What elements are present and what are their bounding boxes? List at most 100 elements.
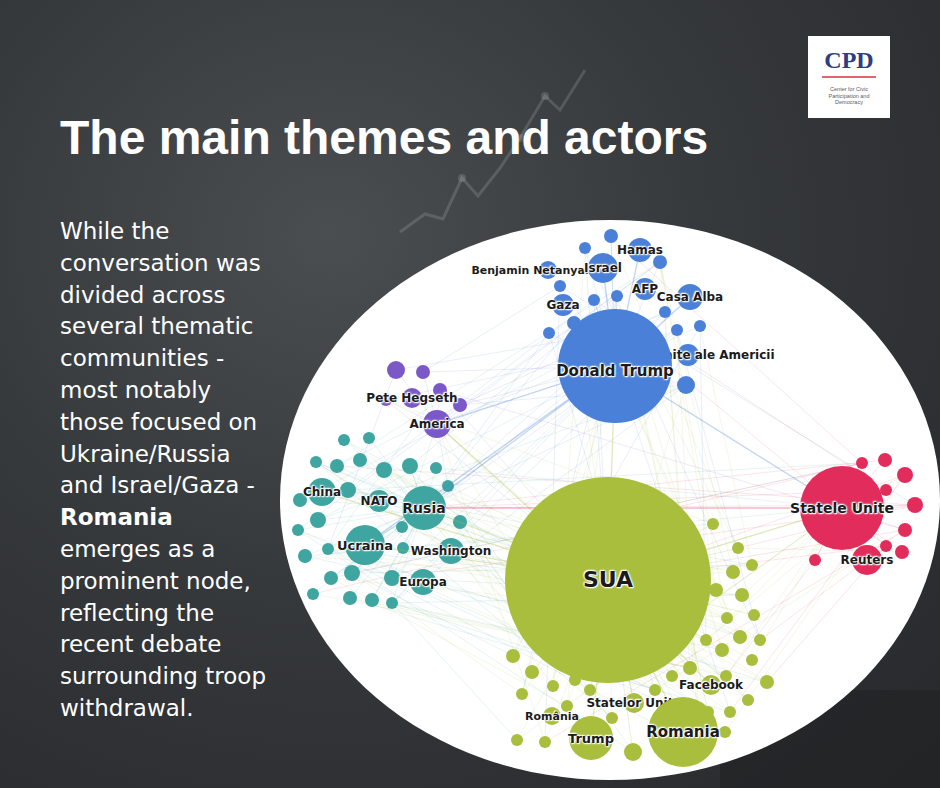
co-mention-link	[663, 396, 806, 485]
minor-actor-dot	[340, 482, 356, 498]
minor-actor-dot	[719, 726, 731, 738]
co-mention-link	[680, 654, 704, 678]
minor-actor-dot	[338, 434, 350, 446]
minor-actor-dot	[677, 376, 695, 394]
hairball-line	[730, 475, 905, 712]
actor-label: Gaza	[546, 299, 579, 311]
actor-node: America	[423, 410, 451, 438]
actor-label: Statele Unite	[790, 501, 894, 515]
minor-actor-dot	[511, 734, 523, 746]
minor-actor-dot	[330, 459, 344, 473]
minor-actor-dot	[732, 542, 744, 554]
hairball-line	[423, 286, 560, 372]
co-mention-link	[657, 306, 680, 328]
hairball-line	[725, 475, 905, 732]
minor-actor-dot	[694, 320, 706, 332]
minor-actor-dot	[897, 467, 913, 483]
minor-actor-dot	[707, 518, 719, 530]
actor-label: Israel	[584, 262, 622, 274]
minor-actor-dot	[653, 255, 667, 269]
actor-node: Washington	[438, 538, 464, 564]
co-mention-link	[629, 681, 632, 693]
minor-actor-dot	[878, 453, 892, 467]
minor-actor-dot	[539, 736, 551, 748]
minor-actor-dot	[671, 324, 683, 336]
actor-node: Statele Unite	[800, 466, 884, 550]
minor-actor-dot	[721, 612, 733, 624]
actor-node: Facebook	[701, 675, 721, 695]
actor-node: Trump	[569, 716, 613, 760]
minor-actor-dot	[733, 630, 747, 644]
logo-box: CPDCenter for Civic Participation and De…	[808, 36, 890, 118]
actor-node: AFP	[634, 278, 656, 300]
actor-label: Benjamin Netanyahu	[471, 265, 600, 276]
logo-tagline: Center for Civic Participation and Democ…	[816, 86, 882, 106]
minor-actor-dot	[895, 545, 909, 559]
minor-actor-dot	[715, 643, 729, 657]
actor-node: Israel	[588, 253, 618, 283]
minor-actor-dot	[397, 542, 409, 554]
minor-actor-dot	[754, 634, 766, 646]
co-mention-link	[450, 384, 560, 420]
actor-label: AFP	[632, 283, 658, 295]
actor-node: Hamas	[628, 238, 652, 262]
co-mention-link	[382, 520, 405, 535]
actor-circle	[569, 716, 613, 760]
co-mention-link	[447, 433, 532, 510]
logo-rule	[822, 76, 876, 78]
actor-label: Europa	[399, 576, 447, 588]
minor-actor-dot	[735, 588, 749, 602]
minor-actor-dot	[726, 565, 740, 579]
actor-circle	[402, 486, 446, 530]
actor-label: America	[409, 418, 464, 430]
minor-actor-dot	[310, 512, 326, 528]
actor-node: Donald Trump	[558, 309, 672, 423]
co-mention-link	[444, 516, 512, 542]
minor-actor-dot	[742, 694, 754, 706]
actor-node: Reuters	[852, 545, 882, 575]
minor-actor-dot	[322, 543, 334, 555]
co-mention-link	[605, 283, 608, 310]
actor-label: Hamas	[617, 244, 663, 256]
minor-actor-dot	[543, 327, 555, 339]
minor-actor-dot	[376, 462, 392, 478]
actor-label: SUA	[583, 569, 633, 591]
minor-actor-dot	[353, 453, 367, 467]
co-mention-link	[706, 520, 801, 549]
minor-actor-dot	[584, 684, 596, 696]
actor-node: Ucraina	[345, 525, 385, 565]
minor-actor-dot	[416, 365, 430, 379]
hairball-line	[352, 573, 513, 656]
minor-actor-dot	[898, 523, 912, 537]
actor-node: Benjamin Netanyahu	[539, 261, 557, 279]
actor-node: Statele Unite ale Americii	[677, 344, 699, 366]
actor-label: Washington	[411, 545, 491, 557]
minor-actor-dot	[363, 432, 375, 444]
minor-actor-dot	[292, 524, 304, 536]
actor-node: România	[543, 707, 561, 725]
minor-actor-dot	[907, 497, 923, 513]
minor-actor-dot	[624, 743, 642, 761]
body-text: emerges as a prominent node, reflecting …	[60, 534, 275, 725]
actor-label: China	[303, 486, 341, 498]
minor-actor-dot	[324, 571, 338, 585]
background-chart-dot	[541, 92, 549, 100]
actor-label: Facebook	[679, 679, 743, 691]
actor-node: Rusia	[402, 486, 446, 530]
actor-label: Casa Alba	[657, 291, 723, 303]
actor-node: Romania	[648, 697, 718, 767]
minor-actor-dot	[579, 242, 591, 254]
actor-node: China	[308, 478, 336, 506]
body-text: While the conversation was divided acros…	[60, 216, 275, 502]
hairball-line	[726, 560, 815, 676]
actor-label: Rusia	[402, 501, 445, 515]
minor-actor-dot	[298, 549, 312, 563]
hairball-line	[337, 405, 460, 466]
minor-actor-dot	[709, 583, 723, 597]
minor-actor-dot	[746, 559, 758, 571]
hairball-line	[316, 462, 725, 732]
actor-label: Pete Hegseth	[366, 392, 457, 404]
body-paragraph: While the conversation was divided acros…	[60, 216, 275, 725]
minor-actor-dot	[384, 570, 400, 586]
